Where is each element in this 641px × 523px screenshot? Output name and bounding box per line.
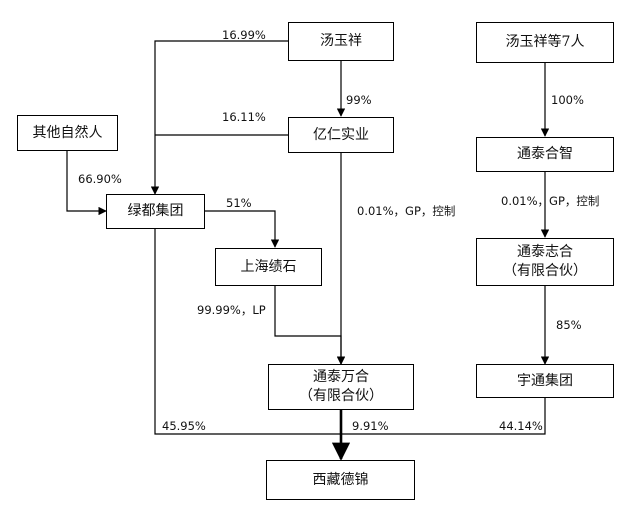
node-tongtai-wanhe: 通泰万合 （有限合伙） <box>268 364 414 410</box>
edge-lvdu-to-jishi <box>205 210 280 248</box>
node-yutong-group: 宇通集团 <box>476 364 614 398</box>
node-tongtai-zhihe: 通泰志合 （有限合伙） <box>476 238 614 286</box>
label-yiren-to-wanhe: 0.01%，GP，控制 <box>357 204 456 218</box>
label-others-to-lvdu: 66.90% <box>78 172 122 186</box>
edge-yutong-to-dejin <box>341 398 546 435</box>
label-hezhi-to-zhihe: 0.01%，GP，控制 <box>501 194 600 208</box>
edge-lvdu-to-dejin <box>154 229 341 435</box>
node-label: 汤玉祥等7人 <box>505 34 585 50</box>
node-label-line2: （有限合伙） <box>299 388 383 404</box>
node-label-line2: （有限合伙） <box>503 263 587 279</box>
node-lvdu-group: 绿都集团 <box>106 194 205 229</box>
node-label: 其他自然人 <box>32 124 103 141</box>
node-label: 绿都集团 <box>127 203 184 219</box>
node-label: 亿仁实业 <box>313 126 369 143</box>
label-tang-to-lvdu: 16.99% <box>222 28 266 42</box>
edge-others-to-lvdu <box>66 151 107 216</box>
node-label: 宇通集团 <box>517 372 573 389</box>
node-label-line1: 通泰志合 <box>517 244 573 260</box>
node-shanghai-jishi: 上海绩石 <box>215 248 322 286</box>
node-label-line1: 通泰万合 <box>313 369 369 385</box>
node-tang-yuxiang-and-7: 汤玉祥等7人 <box>476 22 614 63</box>
edge-tang-to-lvdu <box>150 40 288 195</box>
label-tang-to-yiren: 99% <box>346 93 372 107</box>
node-label: 通泰合智 <box>517 146 573 162</box>
label-lvdu-to-jishi: 51% <box>226 196 252 210</box>
label-group7-to-hezhi: 100% <box>551 93 584 107</box>
node-tongtai-hezhi: 通泰合智 <box>476 137 614 172</box>
label-jishi-to-wanhe: 99.99%，LP <box>197 303 266 317</box>
node-yiren-industry: 亿仁实业 <box>288 117 394 153</box>
label-wanhe-to-dejin: 9.91% <box>352 419 389 433</box>
node-xizang-dejin: 西藏德锦 <box>266 460 415 500</box>
label-yiren-to-lvdu: 16.11% <box>222 110 266 124</box>
label-zhihe-to-yutong: 85% <box>556 318 582 332</box>
label-lvdu-to-dejin: 45.95% <box>162 419 206 433</box>
node-tang-yuxiang: 汤玉祥 <box>288 22 394 61</box>
node-label: 上海绩石 <box>240 258 297 275</box>
label-yutong-to-dejin: 44.14% <box>499 419 543 433</box>
node-label: 西藏德锦 <box>312 471 369 488</box>
node-label: 汤玉祥 <box>320 33 362 49</box>
node-other-natural-persons: 其他自然人 <box>17 115 118 151</box>
edge-jishi-to-wanhe <box>274 286 346 365</box>
